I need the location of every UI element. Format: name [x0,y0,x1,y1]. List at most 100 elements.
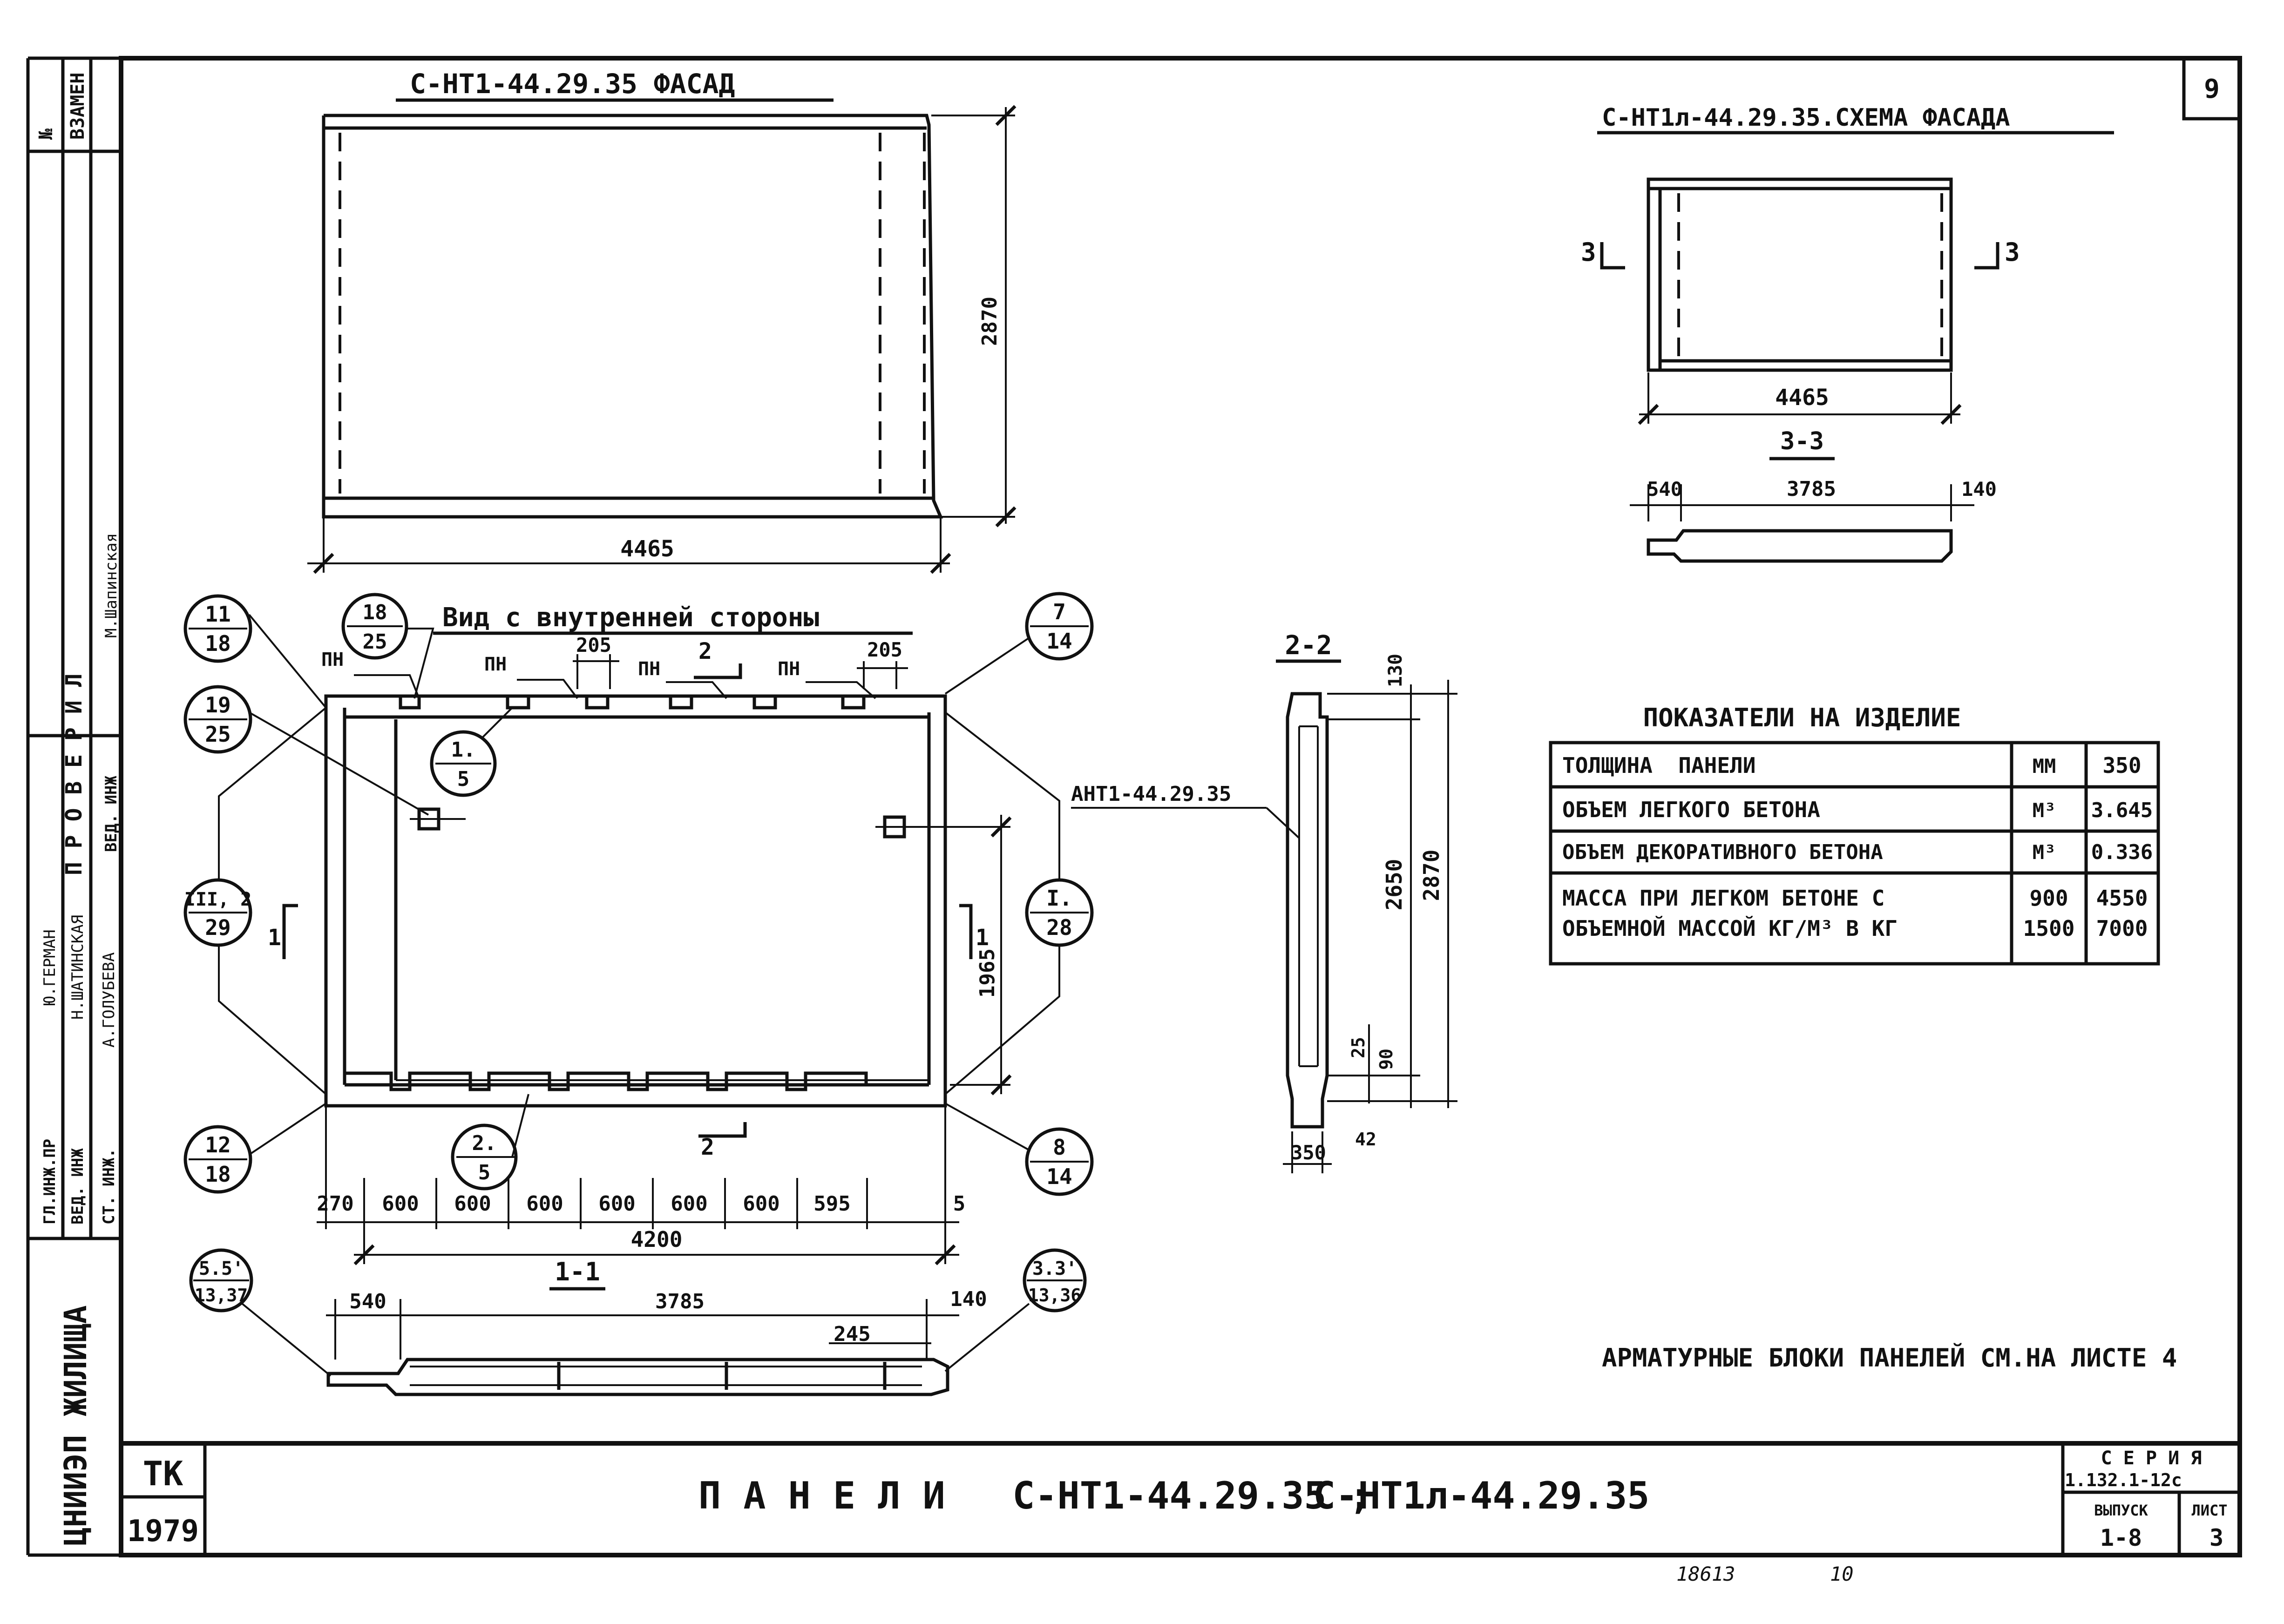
callout-2-5: 2. 5 [451,1094,529,1191]
cut-2-bottom: 2 [701,1134,714,1160]
dim-4200: 4200 [631,1227,683,1252]
pn-label-2: ПН [484,654,507,675]
pn-label-4: ПН [778,658,800,680]
callout-1-5: 1. 5 [430,707,513,797]
checked-header: П Р О В Е Р И Л [61,674,87,875]
svg-text:5: 5 [457,767,470,791]
footer-title-right: С-НТ1л-44.29.35 [1313,1474,1649,1517]
dim-205-right: 205 [867,638,902,661]
name-shatinskaya: Н.ШАТИНСКАЯ [68,915,87,1020]
title-block: ТК 1979 П А Н Е Л И С-НТ1-44.29.35 ; С-Н… [121,1441,2240,1585]
ind-mass-1: 4550 [2096,886,2148,911]
s22-label: АНТ1-44.29.35 [1071,782,1231,806]
ind-row2-value: 3.645 [2091,798,2153,822]
pn-label-1: ПН [321,649,344,670]
svg-text:14: 14 [1046,1164,1072,1189]
callout-i-28: I. 28 [944,711,1094,1095]
series-label: С Е Р И Я [2101,1448,2202,1469]
s22-dim-25: 25 [1348,1037,1369,1058]
ind-density-1: 900 [2029,886,2068,911]
s22-dim-2650: 2650 [1382,859,1407,911]
ind-row1-unit: ММ [2033,755,2056,778]
callout-7-14: 7 14 [944,592,1094,695]
dim-600-5: 600 [671,1192,707,1216]
section-2-2: 2-2 АНТ1-44.29.35 130 2650 2870 25 90 42… [1071,630,1457,1173]
year-label: 1979 [127,1514,199,1549]
reinforcement-note: АРМАТУРНЫЕ БЛОКИ ПАНЕЛЕЙ СМ.НА ЛИСТЕ 4 [1602,1343,2177,1373]
pn-label-3: ПН [638,658,660,680]
schema-facade-title: С-НТ1л-44.29.35.СХЕМА ФАСАДА [1602,104,2010,132]
s33-dim-540: 540 [1647,478,1682,501]
callouts: 11 18 18 25 19 25 1. 5 III, [183,592,1094,1196]
list-value: 3 [2209,1524,2223,1551]
svg-text:28: 28 [1046,915,1072,940]
s11-dim-140: 140 [950,1287,987,1311]
facade-title: С-НТ1-44.29.35 ФАСАД [410,68,735,100]
s11-dim-540: 540 [349,1290,386,1313]
svg-text:5: 5 [478,1161,491,1184]
s33-dim-3785: 3785 [1787,477,1836,501]
dim-600-6: 600 [743,1192,779,1216]
svg-text:13,37: 13,37 [195,1285,248,1306]
svg-text:12: 12 [205,1132,230,1157]
issue-value: 1-8 [2100,1524,2142,1551]
svg-text:18: 18 [205,631,230,656]
ind-row2-name: ОБЪЕМ ЛЕГКОГО БЕТОНА [1562,797,1820,822]
ind-mass-line2: ОБЪЕМНОЙ МАССОЙ КГ/М³ В КГ [1562,916,1898,941]
svg-text:13,36: 13,36 [1028,1285,1081,1306]
svg-text:25: 25 [363,630,387,654]
cut-1-left: 1 [268,925,281,951]
stamp-number-a: 18613 [1676,1563,1735,1585]
stamp-number-b: 10 [1830,1563,1854,1585]
s11-dim-3785: 3785 [655,1290,705,1313]
svg-text:25: 25 [205,722,230,747]
cut-1-right: 1 [976,925,989,951]
s22-dim-42: 42 [1355,1129,1376,1150]
dim-270: 270 [317,1192,353,1216]
checked-name: М.Шапинская [102,533,121,638]
list-label: ЛИСТ [2191,1502,2227,1519]
callout-3-3-13-36: 3.3' 13,36 [944,1248,1087,1372]
svg-text:1.: 1. [451,738,476,762]
svg-text:I.: I. [1046,886,1072,911]
schema-width: 4465 [1775,385,1829,411]
ind-row3-unit: М³ [2033,841,2056,864]
svg-text:14: 14 [1046,629,1072,654]
s22-dim-90: 90 [1376,1049,1396,1070]
svg-text:III, 2: III, 2 [184,889,252,910]
callout-5-5-13-37: 5.5' 13,37 [189,1248,332,1377]
dim-600-4: 600 [598,1192,635,1216]
facade-view: С-НТ1-44.29.35 ФАСАД 2870 4465 [307,68,1017,574]
dim-600-3: 600 [526,1192,563,1216]
svg-text:8: 8 [1053,1135,1066,1160]
role-ved-inzh: ВЕД. ИНЖ [102,776,121,852]
callout-12-18: 12 18 [183,1103,327,1194]
inner-side-view: Вид с внутренней стороны ПН ПН ПН ПН 205 [268,602,1012,1265]
dim-205-left: 205 [576,634,611,656]
dim-595: 595 [813,1192,850,1216]
svg-text:5.5': 5.5' [199,1258,244,1279]
ind-density-2: 1500 [2023,916,2075,941]
issue-label: ВЫПУСК [2094,1502,2148,1519]
inner-view-title: Вид с внутренней стороны [442,602,819,633]
svg-text:11: 11 [205,602,230,627]
footer-title-left: П А Н Е Л И С-НТ1-44.29.35 ; [698,1474,1371,1517]
replaced-no-label: № [35,129,57,140]
svg-text:18: 18 [205,1162,230,1187]
svg-text:19: 19 [205,692,230,717]
role-st-inzh: СТ. ИНЖ. [100,1148,118,1225]
s22-dim-350: 350 [1291,1141,1326,1164]
svg-text:7: 7 [1053,599,1066,624]
ind-row2-unit: М³ [2033,799,2056,822]
name-german: Ю.ГЕРМАН [41,929,59,1006]
dim-600-1: 600 [382,1192,419,1216]
facade-width: 4465 [620,536,674,562]
svg-text:18: 18 [363,601,387,624]
cut-3-right: 3 [2005,237,2020,267]
ind-row1-value: 350 [2102,753,2141,778]
svg-text:2.: 2. [472,1131,497,1155]
section-1-1-title: 1-1 [555,1257,600,1286]
callout-11-18: 11 18 [183,594,327,709]
indicators-title: ПОКАЗАТЕЛИ НА ИЗДЕЛИЕ [1643,703,1961,732]
